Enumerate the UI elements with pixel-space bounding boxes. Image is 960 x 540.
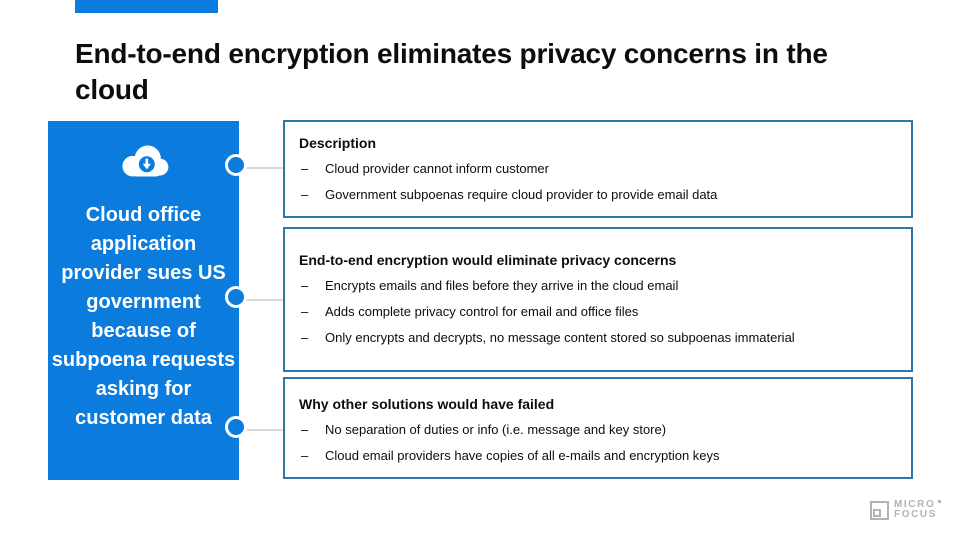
box-heading: End-to-end encryption would eliminate pr… [299,252,677,268]
bullet-dash: – [301,422,309,437]
logo-line-1: MICRO [894,499,936,510]
bullet-text: Only encrypts and decrypts, no message c… [325,330,795,345]
bullet-text: Cloud provider cannot inform customer [325,161,549,176]
bullet-list: – Cloud provider cannot inform customer – G… [299,161,895,203]
bullet-item: – Cloud provider cannot inform customer [299,161,895,177]
left-summary-panel: Cloud office application provider sues U… [48,121,239,480]
connector-dot-3 [225,416,247,438]
box-heading: Description [299,135,377,151]
logo-line-2: FOCUS [894,509,937,520]
connector-line-1 [238,167,283,169]
trademark-square [938,500,941,503]
micro-focus-logo-icon [870,500,889,520]
micro-focus-logo: MICRO FOCUS [870,499,941,520]
bullet-text: Encrypts emails and files before they ar… [325,278,679,293]
connector-dot-1 [225,154,247,176]
bullet-item: – Government subpoenas require cloud prov… [299,187,895,203]
box-heading: Why other solutions would have failed [299,396,555,412]
bullet-item: – Only encrypts and decrypts, no message … [299,330,895,346]
slide-title: End-to-end encryption eliminates privacy… [75,38,828,105]
bullet-text: Adds complete privacy control for email … [325,304,639,319]
other-solutions-box: Why other solutions would have failed – N… [283,377,913,479]
bullet-dash: – [301,187,309,202]
encryption-benefits-box: End-to-end encryption would eliminate pr… [283,227,913,372]
micro-focus-logo-text: MICRO FOCUS [894,499,941,520]
bullet-dash: – [301,330,309,345]
bullet-text: Cloud email providers have copies of all… [325,448,720,463]
connector-line-3 [238,429,283,431]
bullet-list: – No separation of duties or info (i.e. m… [299,422,895,464]
bullet-dash: – [301,278,309,293]
bullet-list: – Encrypts emails and files before they a… [299,278,895,346]
bullet-item: – Encrypts emails and files before they a… [299,278,895,294]
bullet-text: No separation of duties or info (i.e. me… [325,422,667,437]
top-accent-bar [75,0,218,13]
connector-line-2 [238,299,283,301]
bullet-dash: – [301,304,309,319]
bullet-text: Government subpoenas require cloud provi… [325,187,718,202]
bullet-item: – No separation of duties or info (i.e. m… [299,422,895,438]
cloud-download-icon [114,138,174,188]
description-box: Description – Cloud provider cannot infor… [283,120,913,218]
bullet-dash: – [301,448,309,463]
bullet-item: – Adds complete privacy control for email… [299,304,895,320]
bullet-dash: – [301,161,309,176]
bullet-item: – Cloud email providers have copies of al… [299,448,895,464]
connector-dot-2 [225,286,247,308]
left-panel-text: Cloud office application provider sues U… [51,204,236,429]
